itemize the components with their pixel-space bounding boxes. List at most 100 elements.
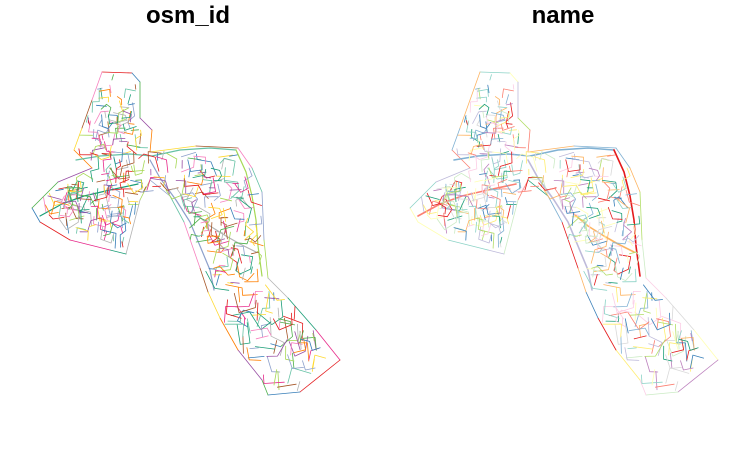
- street-segment: [250, 251, 259, 255]
- street-segment: [527, 179, 549, 197]
- street-segment: [632, 346, 654, 350]
- street-segment: [504, 141, 515, 155]
- street-segment: [680, 360, 694, 371]
- street-segment: [91, 71, 103, 101]
- street-segment: [588, 222, 599, 253]
- street-segment: [481, 185, 484, 195]
- street-segment: [475, 87, 481, 90]
- street-segment: [100, 88, 103, 100]
- street-segment: [243, 230, 246, 237]
- street-segment: [169, 195, 185, 223]
- street-segment: [202, 176, 211, 179]
- street-segment: [215, 230, 228, 251]
- street-segment: [615, 349, 641, 381]
- street-segment: [512, 84, 515, 90]
- street-segment: [643, 293, 651, 314]
- street-segment: [195, 145, 239, 149]
- street-segment: [499, 110, 510, 123]
- street-segment: [249, 255, 251, 264]
- street-segment: [481, 222, 492, 237]
- street-segment: [115, 159, 121, 184]
- street-segment: [629, 167, 641, 193]
- street-segment: [302, 336, 317, 351]
- street-segment: [615, 309, 633, 328]
- street-segment: [256, 302, 259, 321]
- street-segment: [605, 282, 612, 285]
- street-segment: [113, 157, 117, 171]
- street-segment: [199, 267, 209, 293]
- street-segment: [598, 197, 610, 202]
- street-segment: [189, 217, 209, 232]
- street-segment: [469, 137, 478, 140]
- street-segment: [559, 156, 573, 173]
- street-segment: [79, 187, 84, 202]
- street-segment: [512, 134, 526, 149]
- street-segment: [266, 356, 281, 373]
- street-segment: [512, 202, 514, 215]
- street-segment: [113, 112, 128, 122]
- street-segment: [443, 212, 446, 227]
- street-segment: [472, 110, 487, 124]
- street-segment: [124, 191, 139, 195]
- street-segment: [88, 120, 90, 126]
- street-segment: [459, 99, 471, 129]
- street-segment: [571, 211, 574, 227]
- street-segment: [615, 287, 619, 303]
- street-segment: [299, 330, 304, 344]
- street-segment: [470, 192, 475, 202]
- street-segment: [139, 132, 142, 145]
- street-segment: [666, 335, 687, 357]
- street-segment: [194, 191, 209, 199]
- street-segment: [497, 133, 501, 143]
- street-segment: [193, 211, 197, 227]
- street-segment: [502, 191, 517, 195]
- street-segment: [181, 156, 196, 173]
- street-segment: [287, 354, 304, 369]
- street-segment: [678, 338, 699, 351]
- street-segment: [607, 154, 616, 157]
- street-segment: [183, 184, 200, 198]
- street-segment: [508, 129, 517, 131]
- street-segment: [564, 178, 582, 185]
- street-segment: [90, 192, 98, 204]
- street-segment: [243, 167, 253, 191]
- street-segment: [277, 307, 280, 318]
- street-segment: [453, 172, 472, 186]
- street-segment: [134, 84, 137, 90]
- street-segment: [219, 317, 239, 351]
- street-segment: [107, 184, 118, 194]
- panel-title-osm-id: osm_id: [145, 2, 231, 29]
- street-segment: [630, 314, 645, 316]
- street-segment: [690, 354, 704, 369]
- street-segment: [105, 163, 112, 178]
- street-segment: [573, 145, 617, 149]
- street-segment: [597, 317, 617, 351]
- street-segment: [591, 265, 613, 276]
- street-segment: [409, 181, 437, 209]
- street-segment: [583, 202, 594, 229]
- street-segment: [113, 151, 131, 166]
- street-segment: [598, 221, 605, 235]
- street-segment: [501, 127, 513, 135]
- street-segment: [97, 87, 103, 90]
- street-segment: [467, 152, 477, 156]
- street-segment: [614, 218, 619, 233]
- street-segment: [139, 117, 153, 131]
- street-segment: [215, 252, 234, 273]
- street-segment: [478, 88, 481, 100]
- street-segment: [205, 202, 216, 229]
- street-segment: [104, 110, 107, 119]
- street-segment: [222, 220, 227, 234]
- street-segment: [608, 281, 618, 284]
- street-segment: [607, 206, 623, 220]
- street-segment: [446, 192, 452, 210]
- street-segment: [149, 129, 153, 153]
- street-segment: [233, 210, 245, 223]
- street-segment: [505, 102, 513, 129]
- street-segment: [287, 367, 312, 384]
- panel-title-name: name: [531, 2, 595, 29]
- street-segment: [127, 94, 132, 105]
- street-segment: [436, 205, 440, 218]
- street-segment: [593, 274, 598, 286]
